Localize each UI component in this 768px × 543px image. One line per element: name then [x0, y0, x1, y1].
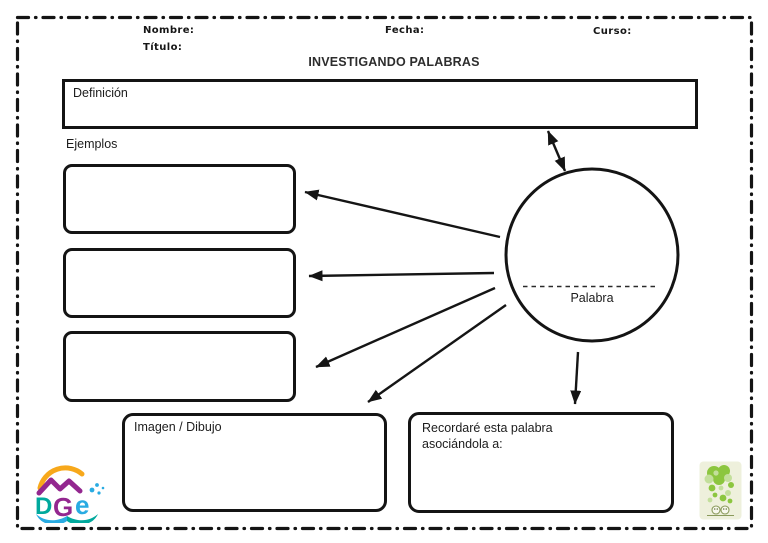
remember-box: Recordaré esta palabra asociándola a:	[408, 412, 674, 513]
curso-field-label: Curso:	[593, 26, 632, 37]
image-drawing-box: Imagen / Dibujo	[122, 413, 387, 512]
remember-label-line2: asociándola a:	[422, 437, 503, 452]
arrow-to-image-box	[367, 304, 507, 403]
dge-wordmark: D G e	[35, 490, 89, 522]
arrow-to-example-2	[308, 270, 495, 282]
example-box-1	[63, 164, 296, 234]
tree-canopy-icon	[704, 465, 732, 485]
fecha-field-label: Fecha:	[385, 25, 425, 36]
owls-icon	[707, 505, 734, 516]
dge-letter-e: e	[75, 490, 89, 520]
arrow-to-remember-box	[570, 351, 582, 405]
dge-logo: D G e	[35, 465, 105, 523]
example-box-2	[63, 248, 296, 318]
arrow-to-example-1	[304, 189, 501, 239]
definition-label: Definición	[73, 86, 128, 100]
remember-label: Recordaré esta palabra asociándola a:	[411, 415, 671, 453]
dge-open-book-icon	[36, 514, 98, 523]
dge-mountains-icon	[36, 477, 83, 496]
dge-letter-g: G	[53, 492, 73, 522]
example-box-3	[63, 331, 296, 402]
page-title: INVESTIGANDO PALABRAS	[308, 55, 480, 69]
arrow-definition-word	[546, 130, 567, 172]
examples-label: Ejemplos	[66, 137, 118, 151]
arrow-to-example-3	[315, 286, 496, 369]
dge-sun-arc-icon	[37, 465, 85, 491]
definition-box: Definición	[62, 79, 698, 129]
dge-sparkle-dots-icon	[89, 483, 105, 495]
nombre-field-label: Nombre:	[143, 25, 195, 36]
titulo-field-label: Título:	[143, 42, 183, 53]
image-drawing-label: Imagen / Dibujo	[134, 420, 222, 434]
palabra-label: Palabra	[570, 291, 614, 305]
tree-logo-card	[699, 461, 742, 520]
falling-leaves-icon	[707, 482, 734, 504]
dge-letter-d: D	[35, 493, 52, 520]
remember-label-line1: Recordaré esta palabra	[422, 421, 553, 435]
